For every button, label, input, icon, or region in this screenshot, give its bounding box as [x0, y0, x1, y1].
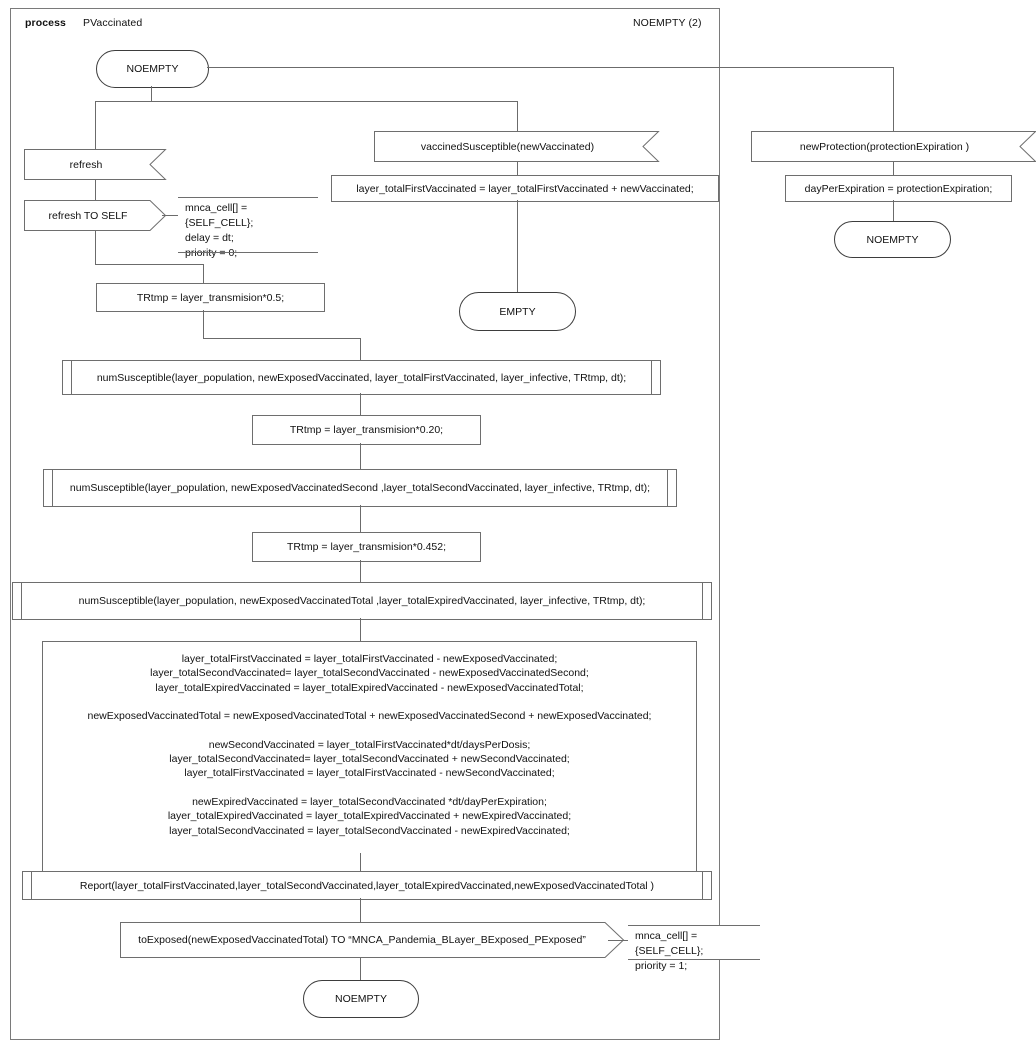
- connector-refresh-jog-1: [95, 264, 204, 265]
- output-to-exposed-shape: [120, 922, 625, 958]
- connector-start-down: [151, 86, 152, 101]
- process-name: PVaccinated: [83, 17, 143, 29]
- connector-start-to-protection-h: [207, 67, 894, 68]
- proc-num-susceptible-3[interactable]: numSusceptible(layer_population, newExpo…: [12, 582, 712, 620]
- connector-trtmp1-jog: [203, 338, 361, 339]
- connector-start-branch-h: [95, 101, 518, 102]
- comment-refresh-to-self: mnca_cell[] = {SELF_CELL}; delay = dt; p…: [178, 197, 318, 259]
- state-empty[interactable]: EMPTY: [459, 292, 576, 331]
- task-trtmp-2[interactable]: TRtmp = layer_transmision*0.20;: [252, 415, 481, 445]
- process-frame: [10, 8, 720, 1040]
- connector-branch-left-down: [95, 101, 96, 149]
- connector-trtmp2-to-ns2: [360, 443, 361, 469]
- connector-vaccined-to-task: [517, 162, 518, 175]
- connector-ns2-to-trtmp3: [360, 505, 361, 532]
- connector-start-to-protection-v: [893, 67, 894, 157]
- page-label: NOEMPTY (2): [633, 17, 702, 29]
- input-new-protection-shape: [751, 131, 1036, 162]
- proc-report[interactable]: Report(layer_totalFirstVaccinated,layer_…: [22, 871, 712, 900]
- input-new-protection-label: newProtection(protectionExpiration ): [799, 140, 970, 153]
- connector-ns1-to-trtmp2: [360, 393, 361, 415]
- state-end-noempty[interactable]: NOEMPTY: [303, 980, 419, 1018]
- process-keyword: process: [25, 17, 66, 29]
- connector-protection-to-task: [893, 162, 894, 175]
- task-main-updates[interactable]: layer_totalFirstVaccinated = layer_total…: [42, 641, 697, 875]
- output-to-exposed[interactable]: toExposed(newExposedVaccinatedTotal) TO …: [120, 922, 625, 958]
- connector-refresh-to-output: [95, 180, 96, 200]
- state-protection-noempty[interactable]: NOEMPTY: [834, 221, 951, 258]
- connector-toexposed-to-end: [360, 958, 361, 980]
- connector-to-numsusceptible-1: [360, 338, 361, 360]
- output-refresh-to-self-label: refresh TO SELF: [48, 209, 128, 222]
- comment-to-exposed: mnca_cell[] = {SELF_CELL}; priority = 1;: [628, 925, 760, 972]
- connector-trtmp3-to-ns3: [360, 560, 361, 582]
- connector-refresh-down-1: [95, 231, 96, 264]
- input-vaccined-susceptible[interactable]: vaccinedSusceptible(newVaccinated): [374, 131, 660, 162]
- comment-leader-toexposed: [608, 940, 630, 941]
- task-day-per-expiration[interactable]: dayPerExpiration = protectionExpiration;: [785, 175, 1012, 202]
- state-start-noempty[interactable]: NOEMPTY: [96, 50, 209, 88]
- output-refresh-to-self-shape: [24, 200, 167, 231]
- connector-protection-task-to-state: [893, 200, 894, 221]
- connector-branch-right-down: [517, 101, 518, 131]
- connector-vaccined-task-to-empty: [517, 200, 518, 292]
- comment-leader-refresh: [162, 215, 180, 216]
- proc-num-susceptible-2[interactable]: numSusceptible(layer_population, newExpo…: [43, 469, 677, 507]
- output-to-exposed-label: toExposed(newExposedVaccinatedTotal) TO …: [138, 934, 586, 946]
- connector-trtmp1-down: [203, 310, 204, 338]
- connector-main-task-to-report: [360, 853, 361, 871]
- output-refresh-to-self[interactable]: refresh TO SELF: [24, 200, 167, 231]
- input-refresh-shape: [24, 149, 167, 180]
- input-refresh[interactable]: refresh: [24, 149, 167, 180]
- connector-report-to-toexposed: [360, 898, 361, 922]
- task-trtmp-3[interactable]: TRtmp = layer_transmision*0.452;: [252, 532, 481, 562]
- connector-ns3-to-main-task: [360, 618, 361, 641]
- input-vaccined-susceptible-label: vaccinedSusceptible(newVaccinated): [420, 140, 595, 153]
- task-trtmp-1[interactable]: TRtmp = layer_transmision*0.5;: [96, 283, 325, 312]
- connector-refresh-down-2: [203, 264, 204, 283]
- input-vaccined-susceptible-shape: [374, 131, 660, 162]
- input-new-protection[interactable]: newProtection(protectionExpiration ): [751, 131, 1036, 162]
- proc-num-susceptible-1[interactable]: numSusceptible(layer_population, newExpo…: [62, 360, 661, 395]
- task-vaccined-total[interactable]: layer_totalFirstVaccinated = layer_total…: [331, 175, 719, 202]
- input-refresh-label: refresh: [69, 158, 103, 171]
